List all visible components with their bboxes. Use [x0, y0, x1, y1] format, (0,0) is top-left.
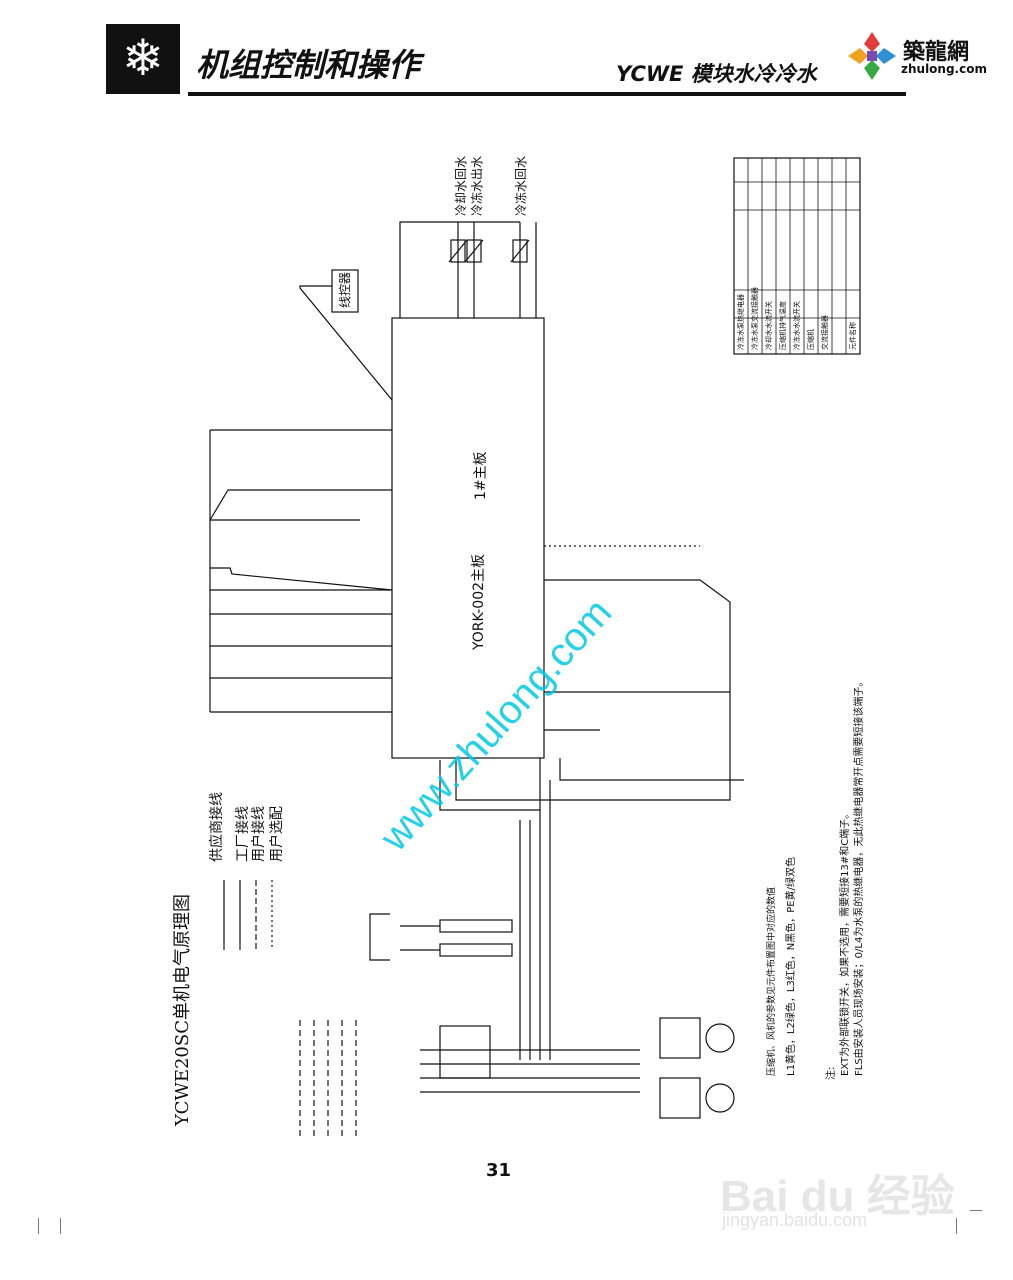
snowflake-icon: ❄ — [122, 29, 164, 87]
sensor-label-cooling-return: 冷却水回水 — [454, 155, 468, 216]
brand-url: zhulong.com — [901, 62, 987, 76]
crop-mark — [970, 1210, 982, 1211]
crop-mark — [956, 1218, 957, 1234]
contactor-mc2 — [659, 1017, 701, 1059]
contactor-mc1 — [659, 1077, 701, 1119]
diagram-title: YCWE20SC单机电气原理图 — [172, 894, 193, 1126]
psp-box — [439, 1025, 491, 1079]
crop-mark — [60, 1218, 61, 1234]
parts-table-frame — [733, 157, 861, 355]
note-1: 压缩机、风机的参数见元件布置图中对应的数值 — [767, 886, 777, 1076]
table-row: 压缩机 — [807, 329, 815, 350]
motor-mc2 — [705, 1023, 735, 1053]
table-row: 压缩机排气温度 — [779, 301, 787, 350]
baidu-watermark-url: jingyan.baidu.com — [722, 1210, 868, 1230]
header-rule — [188, 92, 906, 96]
board-name: YORK-002主板 — [471, 553, 487, 650]
legend-optional: 用户选配 — [269, 806, 285, 862]
motor-mc1 — [705, 1083, 735, 1113]
crop-mark — [38, 1218, 39, 1234]
remote-controller — [331, 269, 359, 313]
table-row: 交流接触器 — [821, 315, 829, 350]
table-row: 冷冻水泵热继电器 — [737, 294, 745, 350]
snowflake-logo: ❄ — [106, 24, 180, 94]
legend-supplier: 供应商接线 — [209, 792, 225, 862]
brand-name: 築龍網 — [903, 39, 970, 65]
sensor-label-chilled-return: 冷冻水回水 — [514, 155, 528, 216]
controller-label: 线控器 — [338, 271, 352, 308]
board-label: 1#主板 — [473, 451, 489, 500]
sensor-label-chilled-out: 冷冻水出水 — [470, 155, 484, 216]
page-title: 机组控制和操作 — [196, 46, 421, 84]
baidu-watermark-logo: Bai du 经验 — [720, 1172, 955, 1221]
table-row: 冷冻水泵交流接触器 — [751, 287, 759, 350]
note-4: FLS由安装人员现场安装；0/L4为水泵的热继电器，无此热继电器常开点需要短接该… — [854, 676, 865, 1076]
legend-user: 用户接线 — [251, 806, 267, 862]
main-board — [391, 317, 545, 759]
note-2: L1黄色，L2绿色，L3红色，N黑色，PE黄/绿双色 — [786, 857, 797, 1076]
notes-title: 注: — [826, 1066, 837, 1080]
table-row: 冷冻水水流开关 — [793, 301, 801, 350]
table-header: 元件名称 — [849, 322, 857, 350]
page-number: 31 — [486, 1160, 512, 1181]
note-3: EXT为外部联锁开关，如果不选用，需要短接13#和C端子。 — [840, 808, 851, 1076]
page-subtitle: YCWE 模块水冷冷水 — [616, 62, 817, 86]
table-row: 冷却水水流开关 — [765, 301, 773, 350]
brand-mark-icon — [848, 32, 896, 80]
